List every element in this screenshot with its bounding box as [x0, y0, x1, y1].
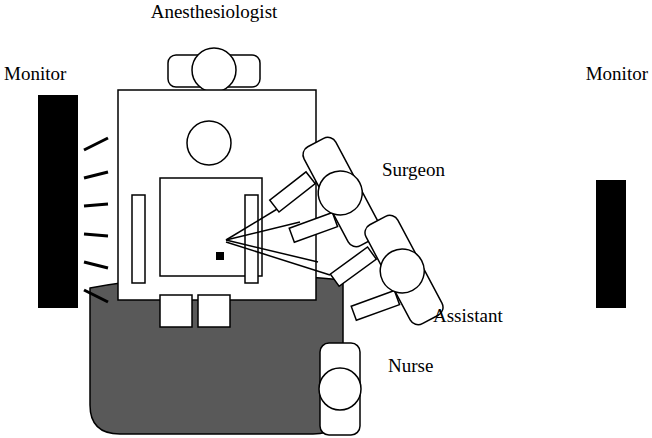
monitor-rays [84, 138, 108, 302]
assistant-figure [319, 211, 448, 351]
incision-mark [216, 252, 224, 260]
figure-label: Surgeon [382, 160, 445, 181]
patient-figure [132, 121, 262, 327]
figure-label: Monitor [4, 64, 66, 85]
monitor-screen [38, 95, 78, 308]
figure-label: Monitor [586, 64, 648, 85]
figure-label: Anesthesiologist [151, 2, 278, 23]
figure-label: Nurse [388, 356, 433, 377]
operating-table [118, 90, 316, 300]
figure-label: Assistant [433, 306, 503, 327]
nurse-figure [319, 343, 361, 435]
monitor-screen [596, 180, 626, 308]
anesthesiologist-figure [168, 48, 260, 92]
